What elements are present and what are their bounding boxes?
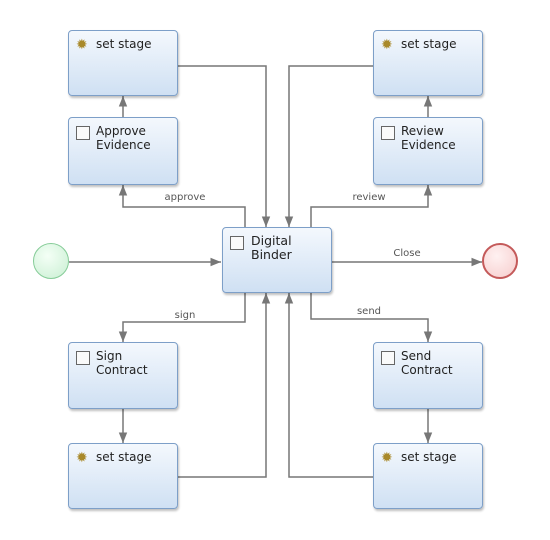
approve-evidence-label: Approve Evidence — [96, 124, 151, 152]
flow-review — [310, 185, 433, 227]
flow-setstage-bl-to-binder — [178, 293, 271, 478]
edge-label-close: Close — [393, 248, 421, 259]
set-stage-task-bottom-left[interactable]: ✹ set stage — [68, 443, 178, 509]
edge-label-sign: sign — [174, 310, 196, 321]
set-stage-task-top-left[interactable]: ✹ set stage — [68, 30, 178, 96]
task-icon — [381, 351, 395, 365]
gear-icon: ✹ — [381, 37, 393, 53]
digital-binder-label: Digital Binder — [251, 233, 292, 262]
send-contract-task[interactable]: Send Contract — [373, 342, 483, 409]
edge-label-review: review — [352, 192, 386, 203]
send-contract-label: Send Contract — [401, 349, 453, 377]
digital-binder-task[interactable]: Digital Binder — [222, 227, 332, 293]
edge-label-approve: approve — [164, 192, 206, 203]
flow-sign — [118, 293, 246, 342]
end-event[interactable] — [482, 243, 518, 279]
flow-send — [310, 293, 433, 342]
gear-icon: ✹ — [76, 450, 88, 466]
set-stage-label: set stage — [96, 37, 152, 51]
task-icon — [381, 126, 395, 140]
gear-icon: ✹ — [76, 37, 88, 53]
task-icon — [230, 236, 244, 250]
set-stage-label: set stage — [401, 450, 457, 464]
set-stage-task-bottom-right[interactable]: ✹ set stage — [373, 443, 483, 509]
set-stage-label: set stage — [96, 450, 152, 464]
review-evidence-label: Review Evidence — [401, 124, 456, 152]
gear-icon: ✹ — [381, 450, 393, 466]
flow-setstage-tl-to-binder — [178, 65, 271, 227]
set-stage-task-top-right[interactable]: ✹ set stage — [373, 30, 483, 96]
approve-evidence-task[interactable]: Approve Evidence — [68, 117, 178, 185]
edge-label-send: send — [356, 306, 382, 317]
task-icon — [76, 351, 90, 365]
set-stage-label: set stage — [401, 37, 457, 51]
flow-setstage-tr-to-binder — [284, 65, 373, 227]
sign-contract-label: Sign Contract — [96, 349, 148, 377]
flow-approve — [118, 185, 246, 227]
task-icon — [76, 126, 90, 140]
review-evidence-task[interactable]: Review Evidence — [373, 117, 483, 185]
sign-contract-task[interactable]: Sign Contract — [68, 342, 178, 409]
flow-setstage-br-to-binder — [284, 293, 373, 478]
start-event[interactable] — [33, 243, 69, 279]
